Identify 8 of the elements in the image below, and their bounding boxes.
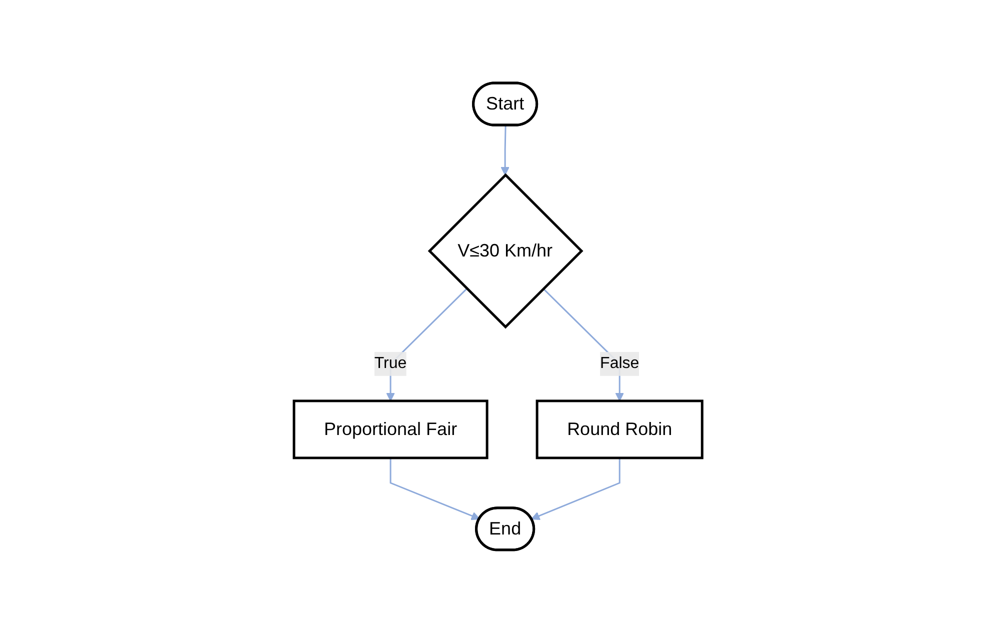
arrow — [532, 457, 621, 520]
edge-label: False — [600, 354, 640, 372]
arrow — [501, 125, 510, 175]
edge-label: True — [374, 354, 408, 372]
node-box: Proportional Fair — [293, 399, 489, 459]
node-diamond: V≤30 Km/hr — [428, 172, 584, 328]
node-box: Round Robin — [536, 399, 704, 459]
arrow — [390, 457, 480, 520]
